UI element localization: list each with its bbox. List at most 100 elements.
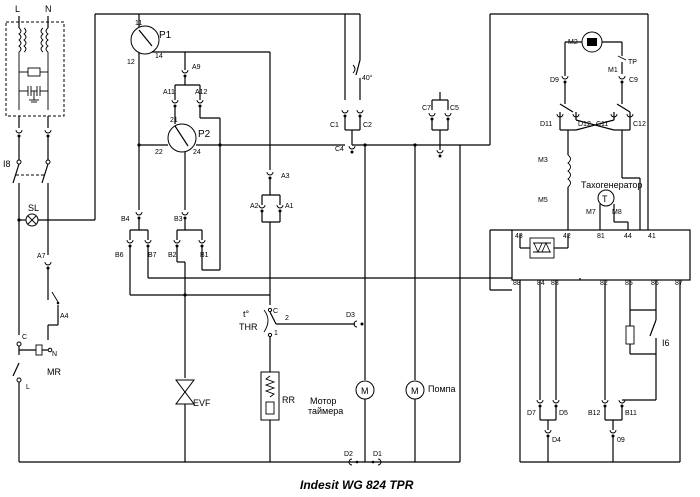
thr-t-label: t° (243, 309, 250, 319)
t86-label: 86 (651, 280, 659, 287)
thr-label: THR (239, 322, 258, 332)
electronic-module: 43 42 81 44 41 88 84 83 82 85 86 87 (489, 229, 691, 291)
programmer-p2: P2 21 22 24 (155, 117, 211, 156)
m1-label: M1 (608, 67, 618, 74)
t41-label: 41 (648, 233, 656, 240)
mains-n-label: N (45, 4, 52, 14)
door-lock-lamp: SL (25, 203, 39, 227)
d3-label: D3 (346, 312, 355, 319)
caption: Indesit WG 824 TPR (300, 478, 414, 492)
m7-label: M7 (586, 209, 596, 216)
p1-12-label: 12 (127, 59, 135, 66)
pump-label: Помпа (428, 384, 456, 394)
mr-label: MR (47, 367, 61, 377)
t42-label: 42 (563, 233, 571, 240)
p2-22-label: 22 (155, 149, 163, 156)
t44-label: 44 (624, 233, 632, 240)
heater-rr: RR (260, 371, 295, 421)
door-lock-mr: C N L MR (12, 334, 61, 462)
t85-label: 85 (625, 280, 633, 287)
c1-label: C1 (330, 122, 339, 129)
d12-label: D12 (578, 121, 591, 128)
drain-pump-m: M (411, 386, 419, 396)
p1-14-label: 14 (155, 53, 163, 60)
d11-label: D11 (540, 121, 552, 128)
d5-label: D5 (559, 410, 568, 417)
b7-label: B7 (148, 252, 157, 259)
timer-motor-label-2: таймера (308, 406, 343, 416)
thr-c-label: C (273, 308, 278, 315)
mains-l-label: L (15, 4, 20, 14)
t82-label: 82 (600, 280, 608, 287)
t83-label: 83 (551, 280, 559, 287)
a12-label: A12 (195, 89, 208, 96)
mains-section: L N I8 (3, 4, 96, 462)
c5-label: C5 (450, 105, 459, 112)
electro-valve-evf: EVF (175, 379, 211, 408)
m3-label: M3 (538, 157, 548, 164)
timer-motor: M Мотор таймера (308, 380, 375, 416)
b6-label: B6 (115, 252, 124, 259)
p1-label: P1 (159, 30, 172, 41)
t87-label: 87 (675, 280, 683, 287)
c7-label: C7 (422, 105, 431, 112)
thr-1-label: 1 (274, 330, 278, 337)
mr-c-label: C (22, 334, 27, 341)
b4-label: B4 (121, 216, 130, 223)
c4-label: C4 (335, 146, 344, 153)
p1-11-label: 11 (135, 20, 142, 27)
thermostat-thr: t° THR C 2 1 (239, 307, 296, 338)
a2-label: A2 (250, 203, 259, 210)
tacho-label: Тахогенератор (581, 180, 642, 190)
i8-label: I8 (3, 159, 11, 169)
thr-2-label: 2 (285, 315, 289, 322)
motor-section: M2 TP M1 C9 D9 D11 D12 C11 C12 (538, 31, 646, 230)
p2-24-label: 24 (193, 149, 201, 156)
t81-label: 81 (597, 233, 605, 240)
b2-label: B2 (168, 252, 177, 259)
b12-label: B12 (588, 410, 601, 417)
mr-l-label: L (26, 384, 30, 391)
timer-motor-label-1: Мотор (310, 396, 336, 406)
d2-label: D2 (344, 451, 353, 458)
t88-label: 88 (513, 280, 521, 287)
t43-label: 43 (515, 233, 523, 240)
a3-label: A3 (281, 173, 290, 180)
d7-label: D7 (527, 410, 536, 417)
c2-label: C2 (363, 122, 372, 129)
b3-label: B3 (174, 216, 183, 223)
c12-label: C12 (633, 121, 646, 128)
m5-label: M5 (538, 197, 548, 204)
t84-label: 84 (537, 280, 545, 287)
p2-21-label: 21 (170, 117, 178, 124)
tacho-t: T (602, 194, 608, 204)
b11-label: B11 (625, 410, 637, 417)
b1-label: B1 (200, 252, 209, 259)
a7-label: A7 (37, 253, 46, 260)
a11-label: A11 (163, 89, 175, 96)
tp-label: TP (628, 59, 637, 66)
drain-pump: M Помпа (405, 380, 456, 400)
b9-label: 09 (617, 437, 625, 444)
d9-label: D9 (550, 77, 559, 84)
evf-label: EVF (193, 398, 211, 408)
timer-motor-m: M (361, 386, 369, 396)
mr-n-label: N (52, 351, 57, 358)
programmer-p1: P1 11 12 14 (127, 20, 172, 66)
d1-label: D1 (373, 451, 382, 458)
c9-label: C9 (629, 77, 638, 84)
i6-label: I6 (662, 338, 670, 348)
m8-label: M8 (612, 209, 622, 216)
a9-label: A9 (192, 64, 201, 71)
deg40-label: 40° (362, 74, 373, 82)
a1-label: A1 (285, 203, 294, 210)
p2-label: P2 (198, 129, 211, 140)
c11-label: C11 (596, 121, 608, 128)
interference-filter (5, 21, 65, 117)
d4-label: D4 (552, 437, 561, 444)
sl-label: SL (28, 203, 39, 213)
a4-label: A4 (60, 313, 69, 320)
pressure-switch-i6: I6 (625, 309, 670, 400)
rr-label: RR (282, 395, 295, 405)
